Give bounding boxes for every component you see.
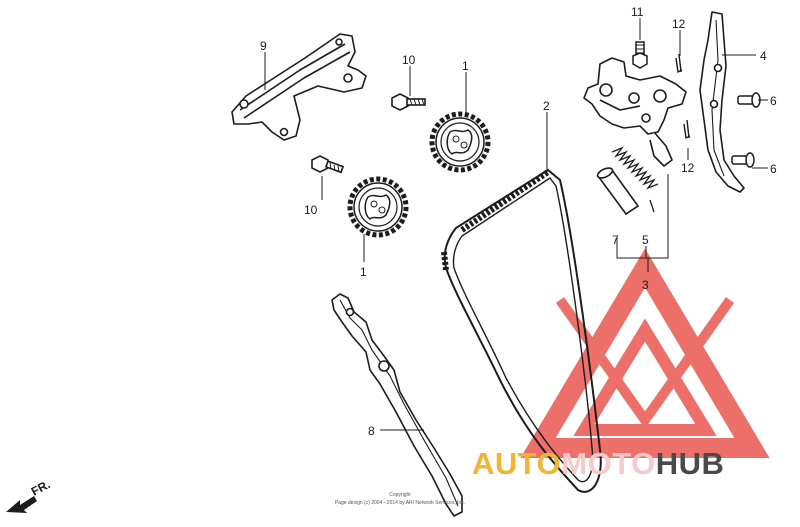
watermark-logo: [520, 248, 770, 458]
callout-12-lower: 12: [681, 161, 695, 175]
watermark-brand: AUTOMOTOHUB: [472, 446, 724, 481]
callout-1-lower: 1: [360, 265, 367, 279]
part-1-sprocket-lower: [347, 176, 409, 238]
callout-6-upper: 6: [770, 94, 777, 108]
callout-3: 3: [642, 278, 649, 292]
svg-text:AUTOMOTOHUB: AUTOMOTOHUB: [472, 446, 724, 481]
part-8-lower-guide: [331, 293, 463, 517]
callout-12-upper: 12: [672, 17, 686, 31]
callout-6-lower: 6: [770, 162, 777, 176]
part-11-bolt: [632, 41, 648, 69]
part-7-tensioner-rod: [596, 167, 640, 216]
part-10-bolt-upper: [391, 93, 426, 111]
callout-8: 8: [368, 424, 375, 438]
callout-5: 5: [642, 233, 649, 247]
part-5-spring: [611, 146, 659, 213]
brand-hub: HUB: [656, 446, 725, 481]
part-4-tensioner-arm: [699, 11, 745, 193]
copyright-line-2: Page design (c) 2004 - 2014 by ARI Netwo…: [335, 500, 465, 506]
part-3-tensioner-assembly: [583, 57, 687, 167]
callout-4: 4: [760, 49, 767, 63]
brand-moto: MOTO: [561, 446, 655, 481]
callout-11: 11: [631, 5, 644, 19]
part-6-pin-lower: [731, 152, 755, 168]
direction-label: FR.: [29, 477, 53, 498]
copyright-line-1: Copyright: [389, 492, 411, 498]
part-10-bolt-lower: [311, 155, 345, 174]
part-9-upper-guide: [231, 33, 367, 141]
callout-10-lower: 10: [304, 203, 318, 217]
part-12-pin-upper: [675, 53, 683, 74]
brand-auto: AUTO: [472, 446, 561, 481]
front-direction-indicator: FR.: [6, 477, 52, 513]
leader-lines: [264, 18, 768, 431]
front-arrow-icon: [6, 496, 37, 513]
part-2-cam-chain: [441, 168, 602, 493]
callout-10-upper: 10: [402, 53, 416, 67]
part-12-pin-lower: [683, 119, 691, 140]
callout-2: 2: [543, 99, 550, 113]
callout-1-upper: 1: [462, 59, 469, 73]
callout-9: 9: [260, 39, 267, 53]
part-6-pin-upper: [737, 92, 761, 108]
part-1-sprocket-upper: [429, 111, 491, 173]
callout-7: 7: [612, 233, 619, 247]
